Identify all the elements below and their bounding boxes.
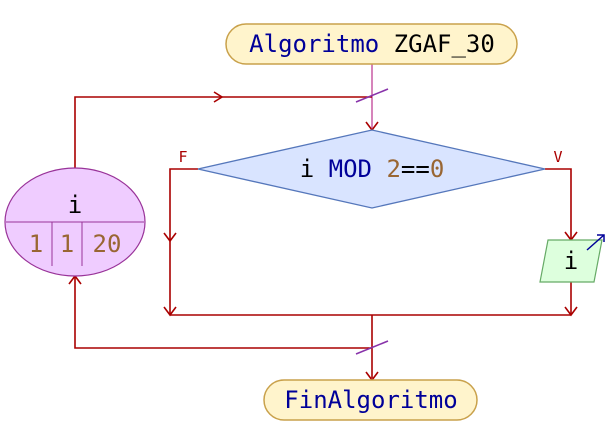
start-terminal — [225, 23, 518, 65]
loop-variable: i — [68, 191, 82, 219]
decision-diamond — [197, 129, 546, 209]
loop-entry-line — [74, 96, 372, 168]
output-variable: i — [564, 247, 578, 275]
arrow-right-icon — [213, 91, 224, 103]
loop-step: 1 — [60, 230, 74, 258]
end-terminal — [263, 379, 478, 421]
loop-initial: 1 — [29, 230, 43, 258]
true-branch-line — [545, 168, 572, 240]
false-branch-label: F — [178, 148, 187, 166]
arrow-down-icon — [163, 306, 177, 317]
start-label: Algoritmo ZGAF_30 — [249, 30, 495, 58]
loop-return-line — [74, 276, 372, 349]
false-branch-line — [169, 168, 198, 315]
true-branch-label: V — [553, 148, 562, 166]
decision-condition: i MOD 2==0 — [300, 155, 445, 183]
output-node — [539, 239, 603, 283]
loop-tick-mark — [355, 88, 389, 103]
arrow-down-icon — [564, 306, 578, 317]
output-arrow-icon — [586, 234, 605, 251]
end-label: FinAlgoritmo — [284, 386, 457, 414]
loop-tick-mark — [355, 340, 389, 355]
arrow-down-icon — [163, 232, 177, 243]
loop-final: 20 — [93, 230, 122, 258]
